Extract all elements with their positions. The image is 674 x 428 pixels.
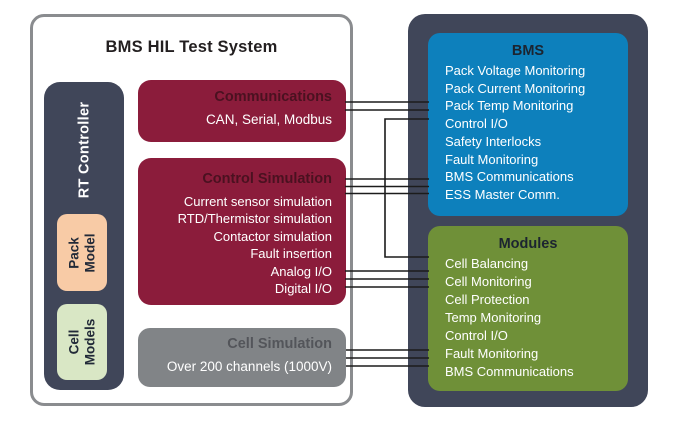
list-item: BMS Communications [445,364,574,379]
list-item: BMS Communications [445,169,574,185]
modules-box: Modules Cell Balancing Cell Monitoring C… [428,226,628,391]
list-item: Safety Interlocks [445,133,542,149]
modules-items: Cell Balancing Cell Monitoring Cell Prot… [428,255,628,381]
list-item: Cell Monitoring [445,274,532,289]
list-item: Control I/O [445,328,508,343]
list-item: Temp Monitoring [445,310,542,325]
list-item: Pack Current Monitoring [445,80,586,96]
control-simulation-heading: Control Simulation [202,171,332,187]
cell-simulation-box: Cell Simulation Over 200 channels (1000V… [138,328,346,387]
list-item: Pack Voltage Monitoring [445,63,586,78]
communications-box: Communications CAN, Serial, Modbus [138,80,346,142]
bms-title: BMS [511,43,545,59]
list-item: Fault Monitoring [445,151,539,167]
list-item: ESS Master Comm. [445,186,560,202]
control-simulation-items: Current sensor simulation RTD/Thermistor… [138,193,332,297]
page-title: BMS HIL Test System [105,38,278,56]
rt-controller-label-wrap: RT Controller [44,82,124,217]
cell-simulation-sub: Over 200 channels (1000V) [166,359,332,374]
rt-controller-label: RT Controller [76,101,93,198]
control-simulation-box: Control Simulation Current sensor simula… [138,158,346,305]
list-item: Fault Monitoring [445,346,539,361]
cell-models-label: Cell Models [65,318,97,366]
pack-model-label: Pack Model [66,233,97,272]
bms-box: BMS Pack Voltage Monitoring Pack Current… [428,33,628,216]
list-item: Pack Temp Monitoring [445,98,574,114]
list-item: Digital I/O [274,281,332,297]
list-item: Fault insertion [250,246,332,262]
pack-model-box: Pack Model [57,214,107,291]
communications-heading: Communications [214,89,332,105]
list-item: Contactor simulation [213,228,333,244]
communications-sub: CAN, Serial, Modbus [205,112,332,127]
bms-items: Pack Voltage Monitoring Pack Current Mon… [428,62,628,204]
list-item: Control I/O [445,116,508,132]
list-item: Current sensor simulation [183,194,332,209]
cell-simulation-heading: Cell Simulation [227,336,332,352]
cell-models-box: Cell Models [57,304,107,380]
modules-title: Modules [498,236,558,252]
list-item: Cell Protection [445,292,530,307]
list-item: RTD/Thermistor simulation [177,211,332,227]
list-item: Cell Balancing [445,256,529,271]
list-item: Analog I/O [270,263,332,279]
